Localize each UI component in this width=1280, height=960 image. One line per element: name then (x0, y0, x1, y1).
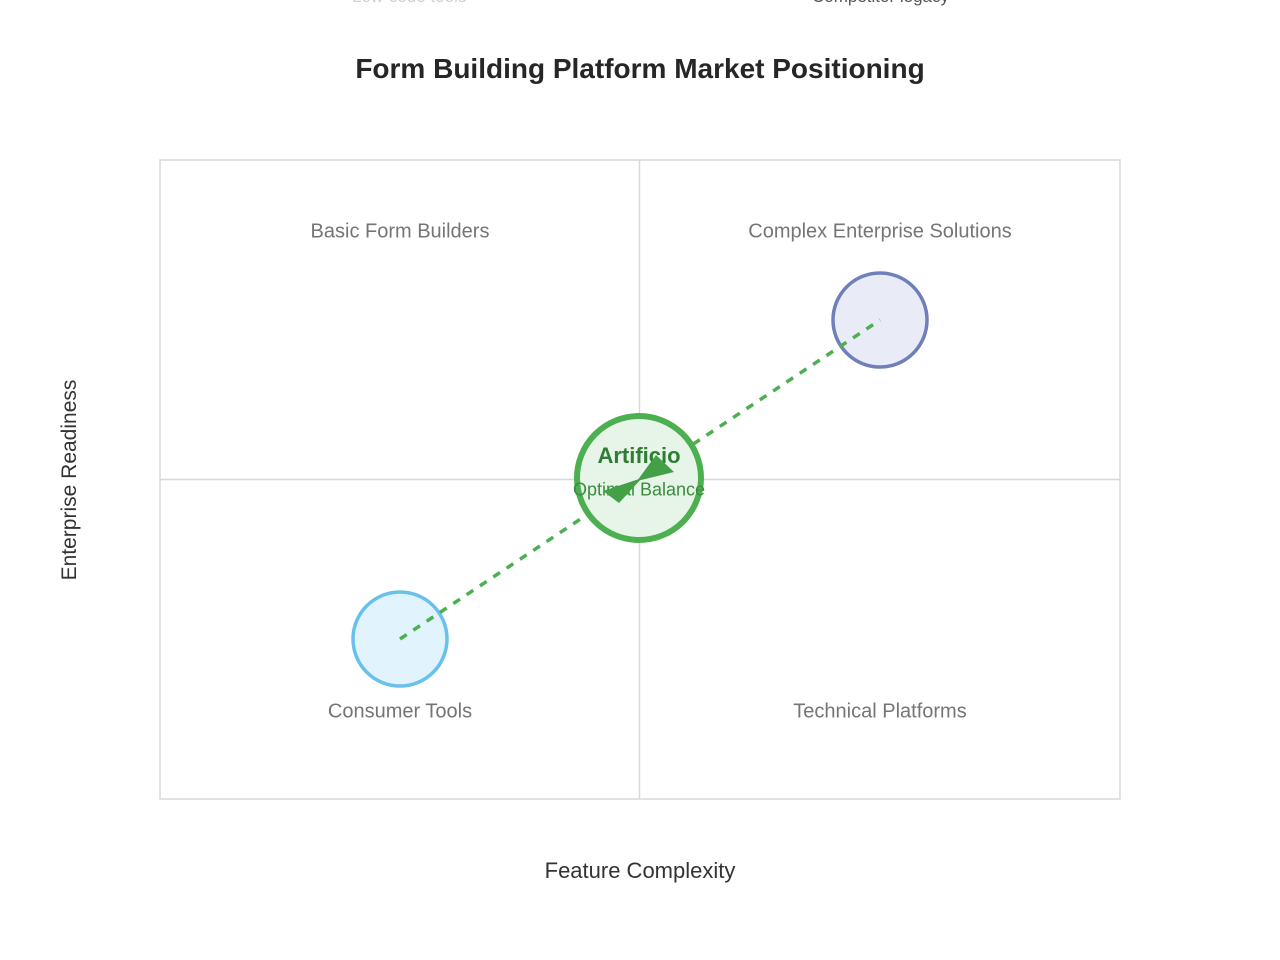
x-axis-label: Feature Complexity (544, 858, 736, 883)
quadrant-label-consumer-tools: Consumer Tools (327, 700, 473, 723)
clipped-text-right: Competitor legacy (812, 0, 949, 7)
quadrant-label-basic-form-builders: Basic Form Builders (310, 220, 490, 243)
clipped-text-left: Low-code tools (352, 0, 466, 7)
trajectory-arrowhead (637, 455, 674, 481)
clipped-text-left-label: Low-code tools (352, 0, 466, 7)
quadrant-label-technical-platforms: Technical Platforms (793, 700, 967, 723)
page-title: Form Building Platform Market Positionin… (355, 53, 925, 84)
quadrant-label-complex-enterprise-solutions: Complex Enterprise Solutions (748, 220, 1012, 243)
artificio-bubble (574, 413, 704, 543)
artificio-sublabel: Optimal Balance (572, 479, 706, 500)
clipped-text-right-label: Competitor legacy (812, 0, 949, 7)
artificio-label: Artificio (597, 443, 681, 468)
trajectory-arrowtail (603, 478, 642, 503)
